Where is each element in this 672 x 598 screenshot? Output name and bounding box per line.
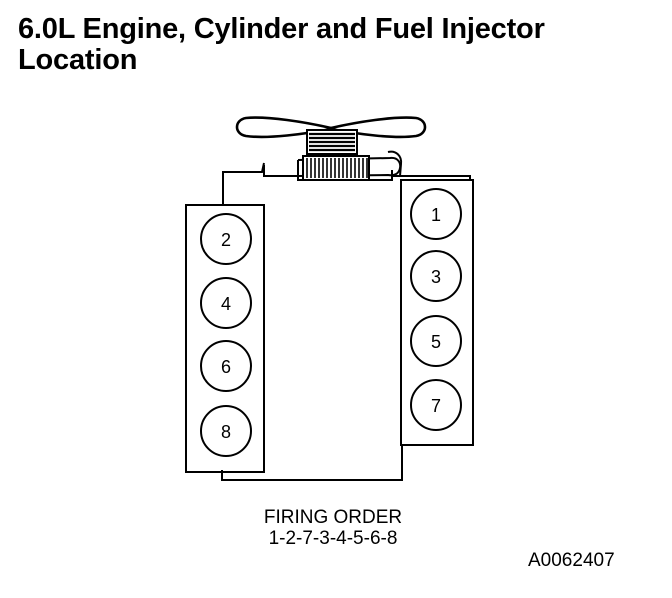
cylinder: 1: [410, 188, 462, 240]
cylinder: 5: [410, 315, 462, 367]
cylinder: 6: [200, 340, 252, 392]
cylinder-number: 1: [431, 205, 441, 225]
engine-block-outline: [221, 162, 471, 481]
cylinder-number: 8: [221, 422, 231, 442]
diagram-title: 6.0L Engine, Cylinder and Fuel Injector …: [18, 14, 545, 76]
drive-assembly: [263, 150, 403, 181]
cylinder-number: 4: [221, 294, 231, 314]
cylinder-number: 5: [431, 332, 441, 352]
right-cylinder-bank: [400, 179, 474, 446]
title-line-2: Location: [18, 44, 138, 76]
title-line-1: 6.0L Engine, Cylinder and Fuel Injector: [18, 13, 545, 45]
firing-order-caption: FIRING ORDER 1-2-7-3-4-5-6-8: [218, 507, 448, 549]
cylinder: 4: [200, 277, 252, 329]
cylinder-number: 7: [431, 396, 441, 416]
cylinder: 3: [410, 250, 462, 302]
cylinder-number: 2: [221, 230, 231, 250]
firing-order-label: FIRING ORDER: [263, 507, 403, 528]
firing-order-sequence: 1-2-7-3-4-5-6-8: [268, 528, 398, 549]
figure-reference-id: A0062407: [528, 550, 615, 571]
fan-hub: [306, 129, 358, 155]
left-cylinder-bank: [185, 204, 265, 473]
fan-icon: [235, 116, 427, 139]
cylinder-number: 3: [431, 267, 441, 287]
cylinder-number: 6: [221, 357, 231, 377]
cylinder: 2: [200, 213, 252, 265]
cylinder: 7: [410, 379, 462, 431]
cylinder: 8: [200, 405, 252, 457]
